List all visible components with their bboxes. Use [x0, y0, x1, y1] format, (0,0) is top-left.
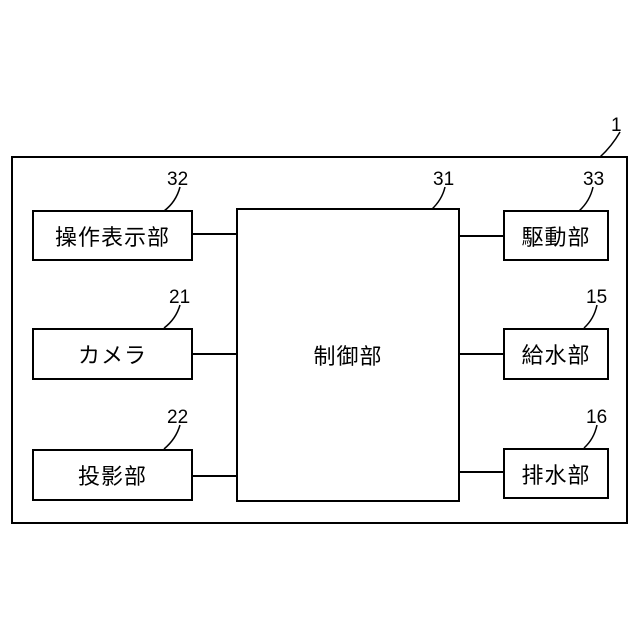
leader-line-31	[431, 187, 445, 210]
block-water-supply: 給水部	[503, 328, 609, 380]
leader-line-33	[579, 187, 593, 211]
block-operation-display: 操作表示部	[32, 210, 193, 261]
block-camera: カメラ	[32, 328, 193, 380]
block-water-drain-label: 排水部	[521, 458, 590, 490]
block-drive: 駆動部	[503, 210, 609, 261]
block-operation-display-label: 操作表示部	[55, 220, 170, 252]
leader-line-15	[584, 305, 597, 328]
leader-line-22	[164, 425, 180, 449]
leader-line-21	[164, 305, 180, 328]
ref-control: 31	[433, 170, 454, 189]
leader-line-16	[584, 425, 597, 448]
block-control-label: 制御部	[313, 339, 382, 371]
ref-water-supply: 15	[586, 288, 607, 307]
ref-water-drain: 16	[586, 408, 607, 427]
block-camera-label: カメラ	[78, 338, 147, 370]
leader-line-32	[164, 187, 180, 211]
block-projection-label: 投影部	[78, 459, 147, 491]
block-projection: 投影部	[32, 449, 193, 501]
ref-operation-display: 32	[167, 170, 188, 189]
ref-camera: 21	[169, 288, 190, 307]
ref-drive: 33	[583, 170, 604, 189]
block-water-drain: 排水部	[503, 448, 609, 499]
ref-projection: 22	[167, 408, 188, 427]
block-drive-label: 駆動部	[521, 220, 590, 252]
block-control: 制御部	[236, 208, 460, 502]
block-water-supply-label: 給水部	[521, 338, 590, 370]
ref-system: 1	[611, 116, 622, 135]
